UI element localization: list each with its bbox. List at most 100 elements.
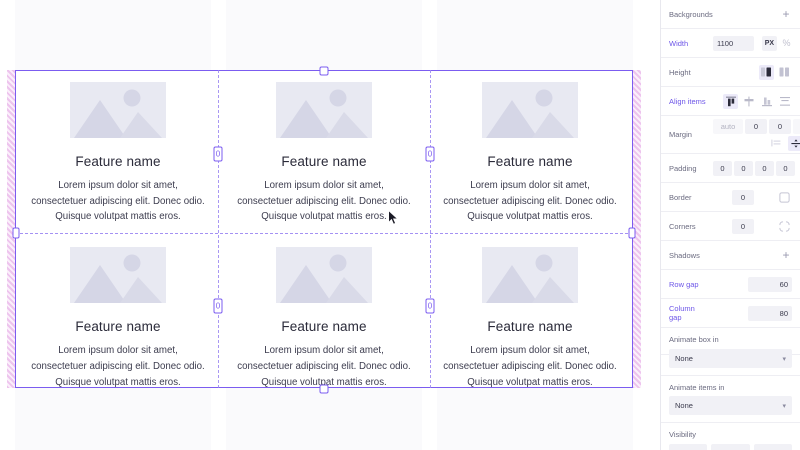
width-unit-px-button[interactable]: PX — [761, 35, 778, 51]
animate-items-in-value: None — [675, 401, 693, 410]
panel-row-margin[interactable]: Margin auto 0 0 auto — [661, 116, 800, 154]
chevron-down-icon: ▾ — [782, 355, 786, 363]
resize-handle-top-center[interactable] — [319, 66, 329, 76]
card-body: Lorem ipsum dolor sit amet, consectetuer… — [443, 345, 617, 388]
visibility-breakpoint-group[interactable] — [661, 444, 800, 450]
padding-inputs[interactable]: 0 0 0 0 — [713, 160, 795, 176]
gap-badge[interactable]: 0 — [213, 146, 223, 162]
visibility-label: Visibility — [669, 430, 696, 439]
panel-block-animate-items-in: Animate items in — [661, 376, 800, 402]
animate-box-in-label: Animate box in — [669, 335, 719, 344]
margin-right-input[interactable]: auto — [793, 118, 800, 134]
height-mode-group[interactable] — [759, 64, 792, 80]
panel-row-row-gap[interactable]: Row gap 60 — [661, 270, 800, 299]
card-body: Lorem ipsum dolor sit amet, consectetuer… — [237, 345, 411, 388]
resize-handle-bottom-center[interactable] — [319, 384, 329, 394]
column-gap-input[interactable]: 80 — [748, 305, 792, 321]
padding-top-input[interactable]: 0 — [713, 160, 732, 176]
chevron-down-icon: ▾ — [782, 402, 786, 410]
image-placeholder — [70, 82, 166, 138]
height-fixed-icon[interactable] — [759, 64, 774, 80]
align-items-label: Align items — [669, 96, 706, 106]
padding-left-input[interactable]: 0 — [776, 160, 795, 176]
margin-label: Margin — [669, 130, 692, 139]
design-canvas[interactable]: Feature name Lorem ipsum dolor sit amet,… — [0, 0, 660, 450]
margin-bottom-input[interactable]: 0 — [769, 118, 791, 134]
align-end-icon[interactable] — [759, 94, 774, 109]
feature-card[interactable]: Feature name Lorem ipsum dolor sit amet,… — [427, 235, 633, 400]
corner-radius-icon[interactable] — [777, 219, 792, 234]
card-body: Lorem ipsum dolor sit amet, consectetuer… — [31, 345, 205, 388]
resize-handle-middle-left[interactable] — [12, 227, 20, 239]
image-placeholder — [482, 247, 578, 304]
border-label: Border — [669, 192, 692, 202]
animate-box-in-select[interactable]: None ▾ — [669, 349, 792, 368]
panel-row-padding[interactable]: Padding 0 0 0 0 — [661, 154, 800, 183]
border-width-input[interactable]: 0 — [732, 189, 754, 205]
backgrounds-label: Backgrounds — [669, 9, 713, 19]
gap-badge[interactable]: 0 — [425, 298, 435, 314]
card-title: Feature name — [487, 319, 573, 335]
visibility-mobile-toggle[interactable] — [753, 444, 792, 450]
feature-card[interactable]: Feature name Lorem ipsum dolor sit amet,… — [221, 235, 427, 400]
corners-label: Corners — [669, 221, 696, 231]
card-title: Feature name — [75, 154, 161, 169]
visibility-desktop-toggle[interactable] — [669, 444, 708, 450]
width-label: Width — [669, 38, 689, 48]
animate-items-in-select[interactable]: None ▾ — [669, 396, 792, 415]
animate-items-in-label: Animate items in — [669, 383, 725, 392]
margin-align-left-icon[interactable] — [768, 136, 783, 151]
image-placeholder — [70, 247, 166, 304]
width-unit-percent-button[interactable]: % — [782, 38, 791, 48]
image-placeholder — [276, 82, 372, 138]
panel-row-shadows[interactable]: Shadows + — [661, 241, 800, 270]
card-body: Lorem ipsum dolor sit amet, consectetuer… — [443, 180, 617, 223]
animate-box-in-value: None — [675, 354, 693, 363]
add-background-icon[interactable]: + — [782, 7, 790, 21]
margin-align-center-icon[interactable] — [788, 135, 800, 151]
margin-top-input[interactable]: 0 — [745, 118, 767, 134]
align-items-group[interactable] — [723, 93, 792, 109]
feature-card[interactable]: Feature name Lorem ipsum dolor sit amet,… — [15, 70, 221, 235]
shadows-label: Shadows — [669, 250, 700, 260]
gap-badge[interactable]: 0 — [425, 146, 435, 162]
image-placeholder — [482, 82, 578, 138]
card-title: Feature name — [75, 319, 161, 335]
gap-badge[interactable]: 0 — [213, 298, 223, 314]
padding-right-input[interactable]: 0 — [734, 160, 753, 176]
resize-handle-middle-right[interactable] — [628, 227, 636, 239]
feature-card[interactable]: Feature name Lorem ipsum dolor sit amet,… — [15, 235, 221, 400]
card-title: Feature name — [281, 319, 367, 335]
margin-left-input[interactable]: auto — [713, 118, 743, 134]
row-gap-input[interactable]: 60 — [748, 276, 792, 292]
align-center-icon[interactable] — [741, 94, 756, 109]
width-input[interactable]: 1100 — [713, 35, 754, 51]
panel-row-height[interactable]: Height — [661, 58, 800, 87]
panel-row-column-gap[interactable]: Column gap 80 — [661, 299, 800, 328]
panel-block-visibility: Visibility — [661, 423, 800, 439]
panel-row-border[interactable]: Border 0 — [661, 183, 800, 212]
feature-card-grid[interactable]: Feature name Lorem ipsum dolor sit amet,… — [15, 70, 633, 388]
align-start-icon[interactable] — [723, 93, 738, 109]
image-placeholder — [276, 247, 372, 304]
properties-panel[interactable]: Backgrounds + Width 1100 PX % Height — [660, 0, 800, 450]
card-title: Feature name — [281, 154, 367, 169]
border-sides-icon[interactable] — [777, 190, 792, 205]
panel-row-width[interactable]: Width 1100 PX % — [661, 29, 800, 58]
panel-row-backgrounds[interactable]: Backgrounds + — [661, 0, 800, 29]
corner-radius-input[interactable]: 0 — [732, 218, 754, 234]
align-stretch-icon[interactable] — [777, 94, 792, 109]
card-title: Feature name — [487, 154, 573, 169]
visibility-tablet-toggle[interactable] — [711, 444, 750, 450]
feature-card[interactable]: Feature name Lorem ipsum dolor sit amet,… — [427, 70, 633, 235]
add-shadow-icon[interactable]: + — [782, 248, 790, 262]
panel-row-align-items[interactable]: Align items — [661, 87, 800, 116]
panel-row-corners[interactable]: Corners 0 — [661, 212, 800, 241]
padding-bottom-input[interactable]: 0 — [755, 160, 774, 176]
column-gap-label: Column gap — [669, 304, 695, 322]
height-auto-icon[interactable] — [777, 65, 792, 80]
padding-label: Padding — [669, 163, 697, 173]
feature-card[interactable]: Feature name Lorem ipsum dolor sit amet,… — [221, 70, 427, 235]
card-body: Lorem ipsum dolor sit amet, consectetuer… — [237, 180, 411, 223]
